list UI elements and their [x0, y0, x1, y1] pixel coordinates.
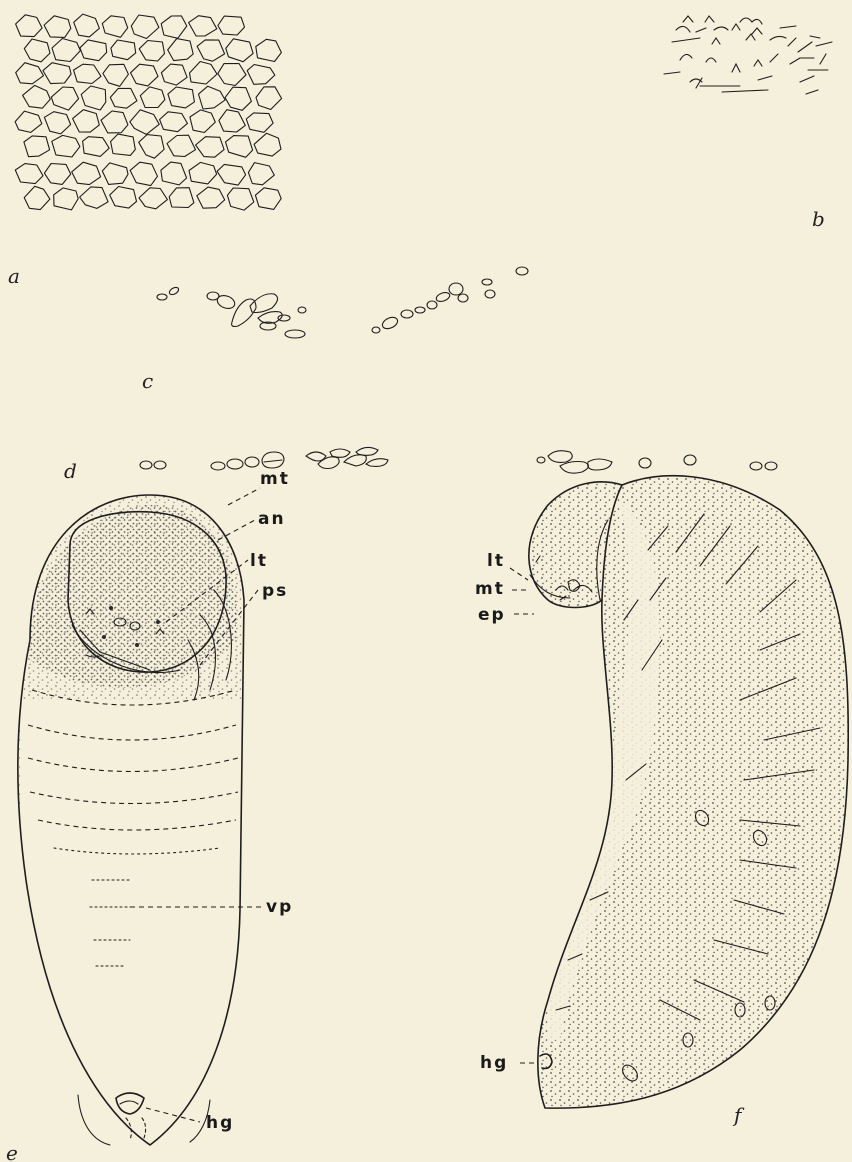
mosaic-cell	[102, 163, 128, 185]
mosaic-cell	[226, 39, 253, 62]
mosaic-cell	[15, 164, 43, 184]
mosaic-cell	[226, 136, 253, 158]
panel-letter-d: d	[64, 459, 77, 483]
mosaic-cell	[131, 64, 159, 86]
mosaic-cell	[247, 65, 275, 85]
mosaic-cell	[190, 62, 218, 85]
mosaic-cell	[169, 188, 194, 208]
mosaic-cell	[140, 87, 165, 108]
label-e-mt: mt	[260, 469, 290, 489]
mosaic-cell	[130, 162, 157, 185]
label-e-lt: lt	[250, 551, 268, 571]
mosaic-cell	[111, 40, 136, 60]
mosaic-cell	[103, 64, 128, 86]
mosaic-cell	[110, 88, 137, 108]
mosaic-cell	[168, 39, 194, 61]
mosaic-cell	[161, 16, 187, 38]
mosaic-cell	[131, 15, 159, 39]
mosaic-cell	[51, 87, 78, 110]
mosaic-cell	[256, 39, 282, 61]
mosaic-cell	[219, 110, 245, 132]
mosaic-cell	[44, 164, 70, 185]
mosaic-cell	[189, 162, 217, 184]
panel-f-leaders	[510, 568, 538, 1063]
mosaic-cell	[73, 110, 100, 132]
mosaic-cell	[72, 162, 101, 184]
mosaic-cell	[227, 188, 253, 210]
label-e-hg: hg	[206, 1113, 234, 1133]
panel-letter-e: e	[6, 1141, 18, 1162]
label-e-ps: ps	[262, 581, 288, 601]
label-f-lt: lt	[487, 551, 505, 571]
mosaic-cell	[80, 40, 107, 61]
mosaic-cell	[254, 133, 281, 156]
label-f-mt: mt	[475, 579, 505, 599]
mosaic-cell	[24, 136, 50, 157]
mosaic-cell	[217, 164, 246, 185]
mosaic-cell	[161, 64, 187, 85]
mosaic-cell	[248, 163, 274, 185]
panel-f-larva-lateral	[529, 476, 848, 1108]
mosaic-cell	[23, 85, 51, 108]
mosaic-cell	[74, 64, 102, 83]
mosaic-cell	[139, 135, 164, 159]
mosaic-cell	[139, 188, 167, 209]
mosaic-cell	[24, 39, 50, 62]
mosaic-cell	[24, 186, 50, 209]
mosaic-cell	[255, 188, 281, 210]
panel-letter-c: c	[142, 369, 153, 393]
mosaic-cell	[15, 111, 42, 132]
panel-e-larva-ventral	[18, 495, 250, 1160]
mosaic-cell	[81, 86, 106, 110]
label-e-an: an	[258, 509, 286, 529]
mosaic-cell	[102, 16, 127, 38]
mosaic-cell	[52, 39, 80, 62]
mosaic-cell	[80, 187, 109, 209]
mosaic-cell	[167, 135, 196, 156]
mosaic-cell	[130, 110, 159, 135]
mosaic-cell	[225, 87, 251, 110]
mosaic-cell	[54, 188, 78, 210]
panel-letter-a: a	[8, 264, 20, 288]
mosaic-cell	[199, 86, 226, 109]
mosaic-cell	[74, 14, 100, 37]
mosaic-cell	[111, 134, 136, 155]
mosaic-cell	[52, 135, 80, 157]
mosaic-cell	[43, 63, 71, 84]
mosaic-cell	[246, 113, 273, 132]
mosaic-cell	[218, 16, 245, 35]
mosaic-cell	[101, 111, 128, 133]
mosaic-cell	[190, 110, 215, 133]
panel-a-cell-mosaic	[15, 14, 282, 210]
mosaic-cell	[44, 112, 70, 134]
panel-b-setae	[664, 16, 832, 94]
panel-d-cell-row	[140, 447, 777, 473]
mosaic-cell	[189, 16, 217, 36]
mosaic-cell	[197, 40, 225, 61]
mosaic-cell	[160, 112, 188, 132]
mosaic-cell	[196, 137, 225, 158]
label-f-ep: ep	[478, 605, 506, 625]
mosaic-cell	[139, 41, 164, 62]
panel-letter-b: b	[812, 207, 825, 231]
label-e-vp: vp	[266, 897, 293, 917]
mosaic-cell	[161, 162, 187, 185]
mosaic-cell	[16, 63, 44, 84]
mosaic-cell	[218, 64, 246, 86]
mosaic-cell	[16, 15, 42, 37]
label-f-hg: hg	[480, 1053, 508, 1073]
mosaic-cell	[197, 187, 225, 208]
panel-c-cell-rows	[157, 267, 528, 338]
mosaic-cell	[83, 137, 110, 157]
mosaic-cell	[44, 16, 71, 38]
mosaic-cell	[256, 87, 282, 110]
panel-letter-f: f	[732, 1103, 745, 1127]
mosaic-cell	[168, 87, 195, 108]
mosaic-cell	[110, 187, 137, 209]
